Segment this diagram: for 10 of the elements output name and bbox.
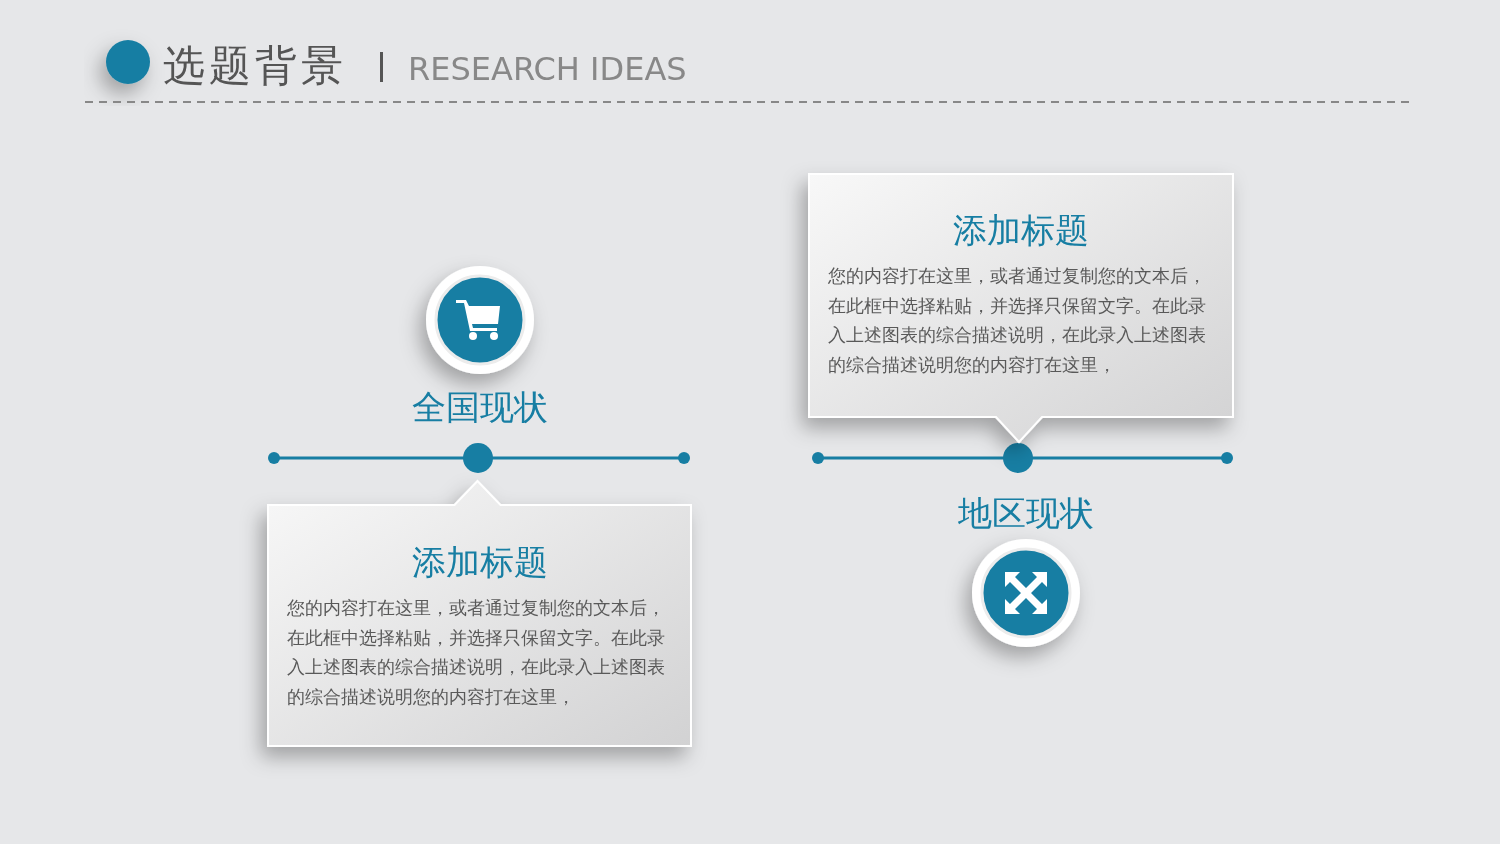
callout-heading: 添加标题	[410, 542, 549, 582]
callout-heading: 添加标题	[952, 210, 1090, 250]
subtitle: RESEARCH IDEAS	[408, 49, 687, 90]
callout-body-text: 您的内容打在这里，或者通过复制您的文本后，在此框中选择粘贴，并选择只保留文字。在此录入上述图表的综合描述说明，在此录入上述图表的综合描述说明您的内容打在这里，	[287, 597, 666, 709]
callout-box	[808, 173, 1234, 443]
slide-title: 选题背景	[163, 40, 347, 92]
section-label: 全国现状	[411, 386, 549, 428]
section-label: 地区现状	[957, 492, 1095, 534]
callout-box	[267, 480, 692, 747]
callout-body-text: 您的内容打在这里，或者通过复制您的文本后，在此框中选择粘贴，并选择只保留文字。在此录入上述图表的综合描述说明，在此录入上述图表的综合描述说明您的内容打在这里，	[828, 265, 1207, 377]
